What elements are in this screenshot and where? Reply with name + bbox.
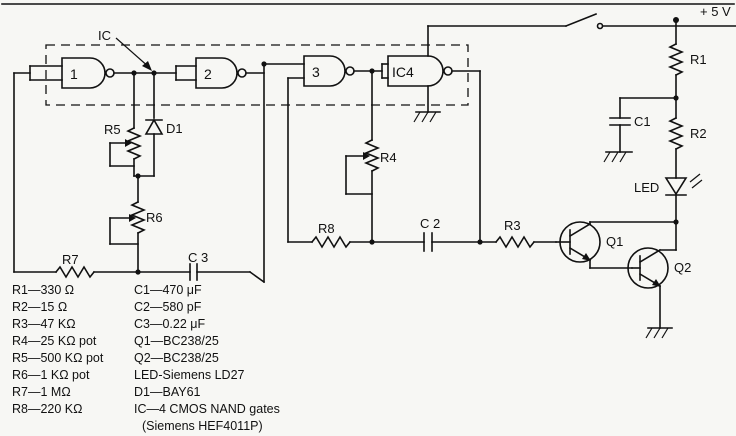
parts-list-item: C3—0.22 μF: [134, 317, 206, 331]
resistor-r1: [667, 42, 685, 119]
parts-list-item: R4—25 KΩ pot: [12, 334, 97, 348]
supply-rail: [427, 12, 736, 57]
resistor-r7: [54, 265, 191, 279]
resistor-r6: [109, 200, 147, 273]
parts-list-item: R5—500 KΩ pot: [12, 351, 104, 365]
transistor-q2: [627, 221, 677, 339]
r4-label: R4: [380, 150, 397, 165]
logic-wiring: [13, 63, 481, 283]
parts-list-resistors: R1—330 Ω R2—15 Ω R3—47 KΩ R4—25 KΩ pot R…: [12, 282, 103, 418]
parts-list-item: D1—BAY61: [134, 385, 201, 399]
ic-pointer-arrowhead: [142, 61, 152, 71]
parts-list-item: R6—1 KΩ pot: [12, 368, 90, 382]
ic-label: IC: [98, 28, 111, 43]
r6-label: R6: [146, 210, 163, 225]
parts-list-item: R8—220 KΩ: [12, 402, 83, 416]
parts-list-item: LED-Siemens LD27: [134, 368, 245, 382]
resistor-r5: [109, 72, 155, 203]
supply-terminal: [673, 17, 679, 23]
capacitor-c2: [423, 232, 497, 252]
resistor-r3: [494, 235, 557, 249]
junction-dots: [131, 61, 679, 275]
c3-label: C 3: [188, 250, 208, 265]
r7-label: R7: [62, 252, 79, 267]
r5-label: R5: [104, 122, 121, 137]
parts-list-other: C1—470 μF C2—580 pF C3—0.22 μF Q1—BC238/…: [134, 282, 280, 435]
parts-list-item: Q2—BC238/25: [134, 351, 219, 365]
parts-list-item: (Siemens HEF4011P): [142, 419, 263, 433]
r1-label: R1: [690, 52, 707, 67]
r2-label: R2: [690, 126, 707, 141]
led-label: LED: [634, 180, 659, 195]
ic-pointer-arrow: [115, 37, 151, 69]
parts-list-item: R2—15 Ω: [12, 300, 68, 314]
parts-list-item: R1—330 Ω: [12, 283, 75, 297]
resistor-r4: [345, 70, 381, 243]
led: [664, 173, 703, 223]
c2-label: C 2: [420, 216, 440, 231]
r8-label: R8: [318, 221, 335, 236]
d1-label: D1: [166, 121, 183, 136]
diode-d1: [144, 72, 164, 177]
supply-label: + 5 V: [700, 4, 731, 19]
ic4-ground: [413, 85, 441, 123]
parts-list-item: IC—4 CMOS NAND gates: [134, 402, 280, 416]
r3-label: R3: [504, 218, 521, 233]
q2-label: Q2: [674, 260, 691, 275]
capacitor-c3: [189, 263, 266, 284]
ic-package-outline: [45, 44, 469, 106]
c1-label: C1: [634, 114, 651, 129]
gate-1-label: 1: [70, 66, 78, 82]
q1-label: Q1: [606, 234, 623, 249]
gate-3-label: 3: [312, 64, 320, 80]
gate-2-label: 2: [204, 66, 212, 82]
transistor-q1: [555, 221, 677, 269]
gate-4-label: IC4: [392, 64, 414, 80]
parts-list-item: C2—580 pF: [134, 300, 202, 314]
parts-list-item: R3—47 KΩ: [12, 317, 76, 331]
resistor-r8: [287, 235, 425, 249]
capacitor-c1: [603, 97, 677, 163]
resistor-r2: [667, 116, 685, 179]
parts-list-item: R7—1 MΩ: [12, 385, 71, 399]
parts-list-item: C1—470 μF: [134, 283, 202, 297]
parts-list-item: Q1—BC238/25: [134, 334, 219, 348]
